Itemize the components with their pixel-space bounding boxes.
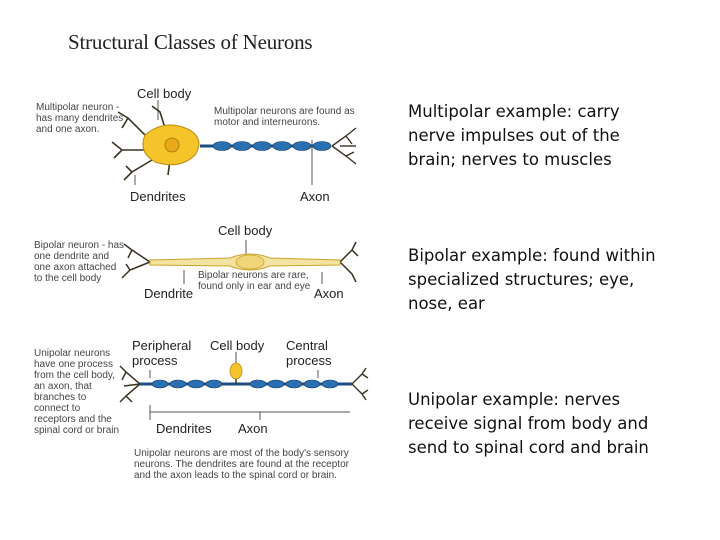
- bipolar-neuron: [121, 240, 359, 284]
- multipolar-myelin: [212, 141, 332, 151]
- multipolar-axon-terminals: [331, 127, 357, 165]
- bipolar-cell-body-label: Cell body: [218, 223, 273, 238]
- multipolar-example-text: Multipolar example: carry nerve impulses…: [408, 102, 620, 169]
- unipolar-example-text: Unipolar example: nerves receive signal …: [408, 390, 649, 457]
- slide-title: Structural Classes of Neurons: [68, 30, 313, 54]
- unipolar-neuron: [119, 352, 369, 420]
- multipolar-cell-body-label: Cell body: [137, 86, 192, 101]
- unipolar-cell-body: [229, 362, 243, 380]
- bipolar-cell-body: [235, 254, 265, 270]
- multipolar-mid-note: Multipolar neurons are found as motor an…: [214, 106, 355, 128]
- unipolar-dendrites-label: Dendrites: [156, 421, 212, 436]
- unipolar-dendrite-branches: [119, 365, 141, 403]
- multipolar-dendrites: [111, 105, 171, 181]
- unipolar-peripheral-label: Peripheral process: [132, 338, 192, 368]
- multipolar-axon-label: Axon: [300, 189, 330, 204]
- bipolar-axon-label: Axon: [314, 286, 344, 301]
- multipolar-dendrites-label: Dendrites: [130, 189, 186, 204]
- bipolar-example-text: Bipolar example: found within specialize…: [408, 246, 656, 313]
- unipolar-axon-terminals: [351, 367, 369, 401]
- unipolar-cell-body-label: Cell body: [210, 338, 265, 353]
- unipolar-myelin: [151, 379, 339, 389]
- multipolar-left-note: Multipolar neuron - has many dendrites a…: [36, 102, 124, 135]
- unipolar-left-note: Unipolar neurons have one process from t…: [34, 348, 120, 436]
- multipolar-nucleus: [164, 137, 180, 153]
- multipolar-neuron: [111, 100, 357, 185]
- bipolar-dendrite-label: Dendrite: [144, 286, 194, 301]
- bipolar-dendrite-branches: [121, 241, 359, 283]
- bipolar-left-note: Bipolar neuron - has one dendrite and on…: [34, 240, 125, 284]
- unipolar-axon-label: Axon: [238, 421, 268, 436]
- unipolar-bottom-note: Unipolar neurons are most of the body's …: [134, 448, 349, 481]
- bipolar-mid-note: Bipolar neurons are rare, found only in …: [198, 270, 311, 292]
- unipolar-central-label: Central process: [286, 338, 332, 368]
